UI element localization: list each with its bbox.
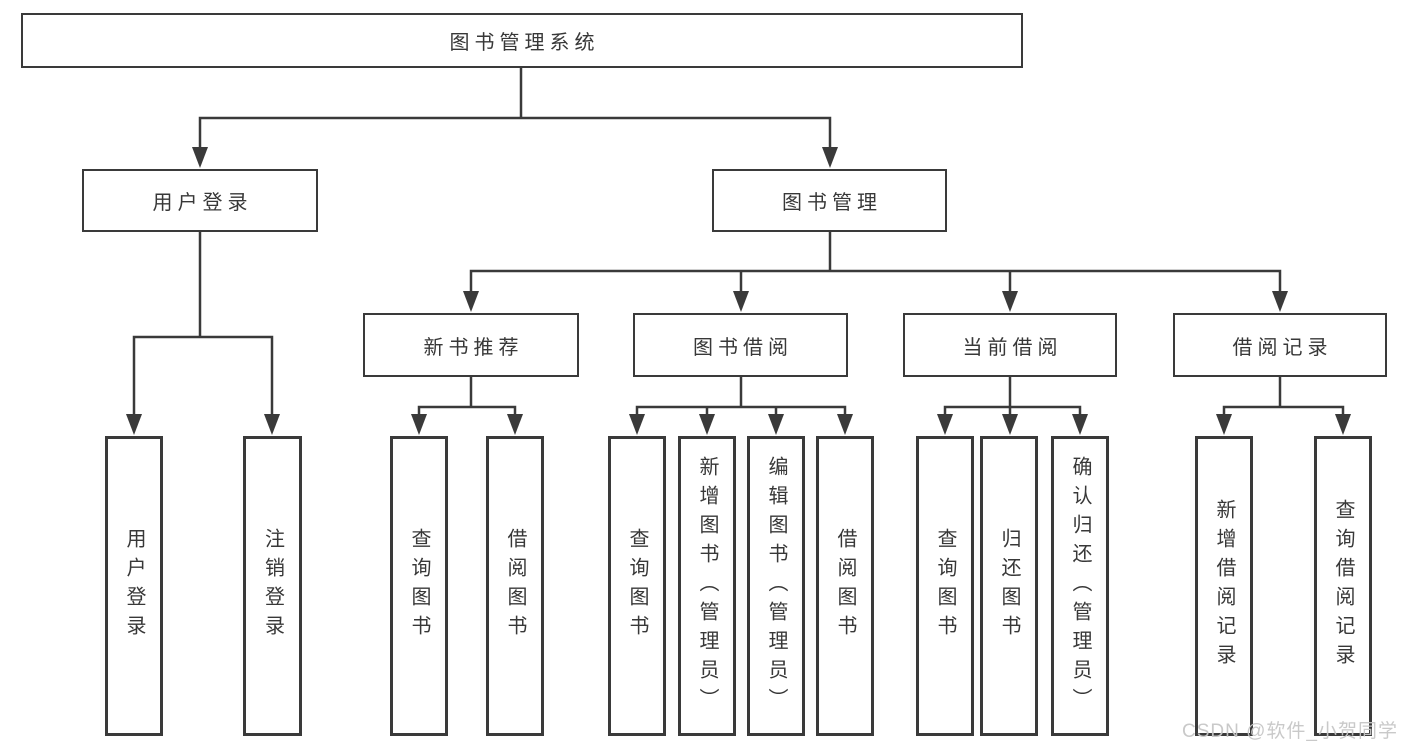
node-book-management: 图书管理 [712, 169, 947, 232]
node-leaf-br-add-record: 新增借阅记录 [1195, 436, 1253, 736]
node-user-login: 用户登录 [82, 169, 318, 232]
node-borrow-records: 借阅记录 [1173, 313, 1387, 377]
edge-root-to-level2 [198, 66, 832, 150]
node-leaf-label: 新增借阅记录 [1213, 499, 1235, 673]
node-borrow-records-label: 借阅记录 [1232, 336, 1333, 359]
node-leaf-label: 查询图书 [934, 528, 956, 644]
edge-new-book-recommend-children [417, 375, 517, 417]
arrowhead-icon [1072, 414, 1088, 435]
node-current-borrow: 当前借阅 [903, 313, 1117, 377]
node-leaf-nbr-borrow-books: 借阅图书 [486, 436, 544, 736]
node-leaf-label: 归还图书 [998, 528, 1020, 644]
node-leaf-bb-borrow-books: 借阅图书 [816, 436, 874, 736]
node-leaf-label: 注销登录 [261, 528, 284, 644]
node-new-book-recommend: 新书推荐 [363, 313, 579, 377]
node-leaf-nbr-query-books: 查询图书 [390, 436, 448, 736]
node-leaf-label: 新增图书（管理员） [696, 455, 718, 717]
node-leaf-br-query-record: 查询借阅记录 [1314, 436, 1372, 736]
node-leaf-cb-query-books: 查询图书 [916, 436, 974, 736]
node-leaf-cb-return-books: 归还图书 [980, 436, 1038, 736]
arrowhead-icon [1272, 291, 1288, 312]
node-leaf-label: 编辑图书（管理员） [765, 455, 787, 717]
arrowhead-icon [1002, 414, 1018, 435]
arrowhead-icon [411, 414, 427, 435]
arrowhead-icon [1216, 414, 1232, 435]
arrowhead-icon [768, 414, 784, 435]
watermark: CSDN @软件_小贺同学 [1182, 721, 1398, 742]
node-leaf-logout: 注销登录 [243, 436, 302, 736]
node-book-borrow-label: 图书借阅 [693, 336, 793, 359]
node-leaf-label: 确认归还（管理员） [1069, 455, 1091, 717]
node-user-login-label: 用户登录 [152, 192, 253, 214]
node-leaf-cb-confirm-return-admin: 确认归还（管理员） [1051, 436, 1109, 736]
node-leaf-label: 查询图书 [408, 528, 430, 644]
edge-book-borrow-children [635, 375, 847, 417]
node-leaf-label: 借阅图书 [504, 528, 526, 644]
edge-current-borrow-children [943, 375, 1082, 417]
node-book-management-label: 图书管理 [782, 192, 882, 214]
arrowhead-icon [837, 414, 853, 435]
arrowhead-icon [1002, 291, 1018, 312]
node-current-borrow-label: 当前借阅 [962, 336, 1063, 359]
arrowhead-icon [937, 414, 953, 435]
arrowhead-icon [822, 147, 838, 168]
node-leaf-label: 用户登录 [123, 528, 145, 644]
node-leaf-label: 查询图书 [626, 528, 648, 644]
node-root-label: 图书管理系统 [449, 32, 600, 54]
node-leaf-bb-edit-books-admin: 编辑图书（管理员） [747, 436, 805, 736]
node-leaf-label: 查询借阅记录 [1332, 499, 1354, 673]
arrowhead-icon [264, 414, 280, 435]
node-book-borrow: 图书借阅 [633, 313, 848, 377]
arrowhead-icon [699, 414, 715, 435]
arrowhead-icon [192, 147, 208, 168]
arrowhead-icon [733, 291, 749, 312]
arrowhead-icon [1335, 414, 1351, 435]
arrowhead-icon [126, 414, 142, 435]
node-leaf-bb-add-books-admin: 新增图书（管理员） [678, 436, 736, 736]
node-new-book-recommend-label: 新书推荐 [423, 336, 524, 359]
node-leaf-bb-query-books: 查询图书 [608, 436, 666, 736]
node-root: 图书管理系统 [21, 13, 1023, 68]
arrowhead-icon [507, 414, 523, 435]
edge-book-management-children [469, 230, 1282, 294]
node-leaf-user-login: 用户登录 [105, 436, 163, 736]
arrowhead-icon [463, 291, 479, 312]
node-leaf-label: 借阅图书 [834, 528, 856, 644]
edge-borrow-records-children [1222, 375, 1345, 417]
arrowhead-icon [629, 414, 645, 435]
edge-user-login-children [132, 230, 274, 416]
